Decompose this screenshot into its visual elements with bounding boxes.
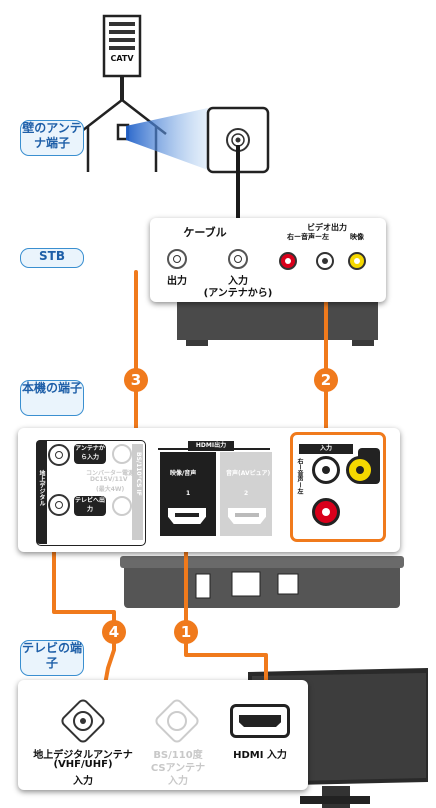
device-hdmi-out-label: HDMI出力 bbox=[188, 441, 234, 451]
stb-input-label: 入力 bbox=[228, 276, 248, 287]
device-antenna-in-jack bbox=[48, 444, 70, 466]
device-hdmi2-port bbox=[228, 508, 266, 524]
tv-hdmi-label: HDMI 入力 bbox=[233, 750, 287, 761]
tv-antenna-input-label: 入力 bbox=[73, 776, 93, 787]
device-tv-out-jack bbox=[48, 494, 70, 516]
device-terrestrial-label: 地上デジタル bbox=[38, 470, 45, 506]
stb-video-label: 映像 bbox=[350, 233, 364, 241]
device-hdmi2-label: 音声(AVピュア) bbox=[226, 470, 271, 477]
device-rca-white bbox=[312, 456, 340, 484]
stb-rca-yellow bbox=[348, 252, 366, 270]
step-3-badge: 3 bbox=[124, 368, 148, 392]
device-hdmi1-port bbox=[168, 508, 206, 524]
catv-box-icon bbox=[102, 14, 142, 100]
tv-antenna-jack-center bbox=[73, 711, 93, 731]
stb-output-jack bbox=[167, 249, 187, 269]
stb-input-jack bbox=[228, 249, 248, 269]
device-av-input-block bbox=[290, 432, 386, 542]
stb-panel bbox=[150, 218, 386, 302]
device-hdmi1-num: 1 bbox=[186, 490, 191, 497]
catv-label: CATV bbox=[110, 54, 134, 63]
device-hdmi2-num: 2 bbox=[244, 490, 249, 497]
device-hdmi1-label: 映像/音声 bbox=[170, 470, 197, 477]
tv-bs-jack-center bbox=[167, 711, 187, 731]
stb-output-label: 出力 bbox=[167, 276, 187, 287]
tv-vhf-uhf-label: (VHF/UHF) bbox=[53, 759, 113, 770]
tv-antenna-label: 地上デジタルアンテナ bbox=[33, 750, 133, 761]
device-chassis bbox=[124, 560, 400, 608]
device-bs-cs-if-label: BS/110°CS IF bbox=[135, 452, 142, 496]
stb-rca-white bbox=[316, 252, 334, 270]
tv-hdmi-port bbox=[230, 704, 290, 738]
device-converter-max: (最大4W) bbox=[96, 486, 125, 493]
stb-cable-label: ケーブル bbox=[183, 226, 227, 239]
device-bs-out-jack bbox=[112, 496, 132, 516]
device-converter-label: コンバーター電源 bbox=[86, 470, 135, 477]
device-audio-v-label: 右ー音声ー左 bbox=[296, 458, 303, 494]
stb-video-out-label: ビデオ出力 bbox=[307, 223, 347, 232]
device-converter-spec: DC15V/11V bbox=[90, 476, 128, 483]
tv-bs-input-label: 入力 bbox=[168, 776, 188, 787]
device-av-input-label: 入力 bbox=[299, 444, 353, 454]
device-rca-red bbox=[312, 498, 340, 526]
tag-stb: STB bbox=[20, 248, 84, 268]
tag-device: 本機の端子 bbox=[20, 380, 84, 416]
tag-tv: テレビの端子 bbox=[20, 640, 84, 676]
stb-rca-red bbox=[279, 252, 297, 270]
stb-audio-label: 右ー音声ー左 bbox=[287, 233, 329, 241]
tag-wall-antenna: 壁のアンテナ端子 bbox=[20, 120, 84, 156]
device-antenna-in-label: アンテナから入力 bbox=[74, 444, 106, 464]
zoom-beam bbox=[126, 108, 208, 170]
device-bs-jack bbox=[112, 444, 132, 464]
tv-cs-label: CSアンテナ bbox=[150, 763, 206, 774]
step-4-badge: 4 bbox=[102, 620, 126, 644]
step-2-badge: 2 bbox=[314, 368, 338, 392]
device-rca-yellow bbox=[346, 456, 374, 484]
tv-bs-label: BS/110度 bbox=[153, 750, 203, 761]
stb-input-sub-label: (アンテナから) bbox=[203, 288, 273, 299]
step-1-badge: 1 bbox=[174, 620, 198, 644]
wall-jack-icon bbox=[206, 106, 270, 174]
device-tv-out-label: テレビへ出力 bbox=[74, 496, 106, 516]
